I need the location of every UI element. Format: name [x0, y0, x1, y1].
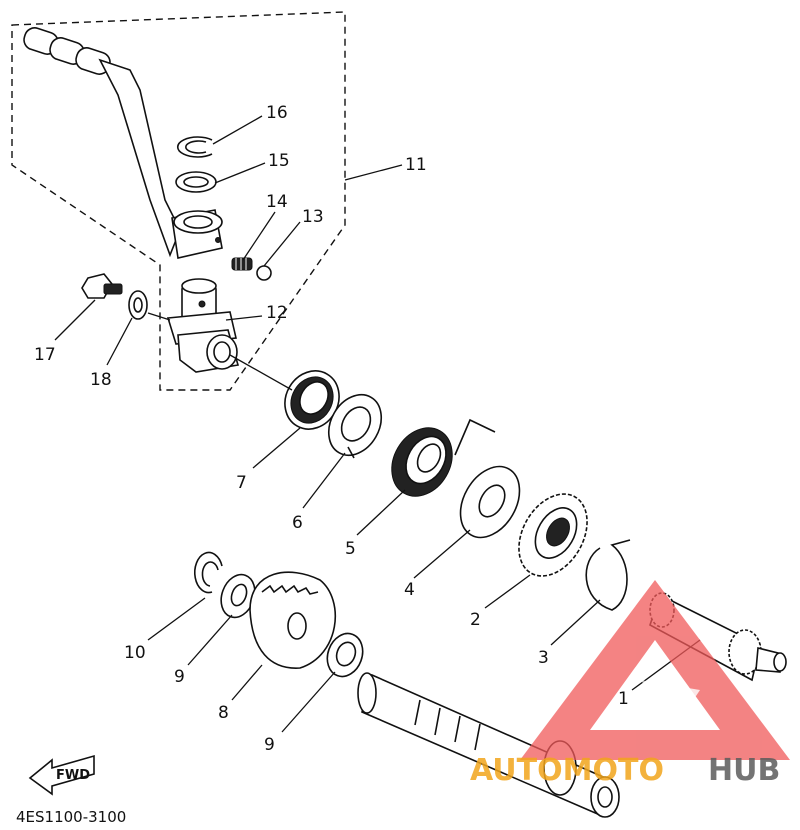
circlip-10 — [193, 551, 223, 594]
clip-3 — [585, 539, 631, 611]
washer-15 — [175, 171, 217, 193]
leader-lines — [54, 115, 701, 733]
callout-15: 15 — [268, 151, 290, 171]
ratchet-wheel-8 — [249, 571, 337, 669]
kick-boss-12 — [166, 278, 240, 373]
callout-8: 8 — [218, 703, 229, 723]
spring-14 — [231, 257, 253, 271]
spring-guide-6 — [327, 394, 383, 459]
callout-12: 12 — [266, 303, 288, 323]
callout-7: 7 — [236, 473, 247, 493]
kick-gear-2 — [518, 493, 588, 577]
circlip-16 — [176, 136, 213, 158]
washer-18 — [128, 290, 148, 320]
callout-11: 11 — [405, 155, 427, 175]
washer-9-lower — [326, 632, 364, 678]
ball-13 — [256, 265, 272, 281]
callout-9-lower: 9 — [264, 735, 275, 755]
callout-5: 5 — [345, 539, 356, 559]
callout-18: 18 — [90, 370, 112, 390]
diagram-code: 4ES1100-3100 — [16, 808, 126, 826]
callout-1: 1 — [618, 689, 629, 709]
callout-17: 17 — [34, 345, 56, 365]
callout-13: 13 — [302, 207, 324, 227]
watermark-logo — [520, 580, 790, 760]
fwd-label: FWD — [56, 768, 90, 783]
fwd-arrow-icon — [28, 754, 95, 796]
callout-2: 2 — [470, 610, 481, 630]
callout-16: 16 — [266, 103, 288, 123]
watermark-text-part1: AUTOMOTO — [470, 753, 664, 788]
callout-9-upper: 9 — [174, 667, 185, 687]
callout-10: 10 — [124, 643, 146, 663]
callout-4: 4 — [404, 580, 415, 600]
washer-4 — [459, 465, 521, 539]
torsion-spring-5 — [391, 418, 496, 497]
assembly-boundary-11 — [11, 11, 346, 391]
callout-3: 3 — [538, 648, 549, 668]
bearing-7 — [284, 370, 340, 430]
callout-6: 6 — [292, 513, 303, 533]
kick-crank-lever — [23, 27, 223, 259]
bolt-17 — [81, 273, 123, 299]
watermark-text-part2: HUB — [708, 753, 780, 788]
callout-14: 14 — [266, 192, 288, 212]
